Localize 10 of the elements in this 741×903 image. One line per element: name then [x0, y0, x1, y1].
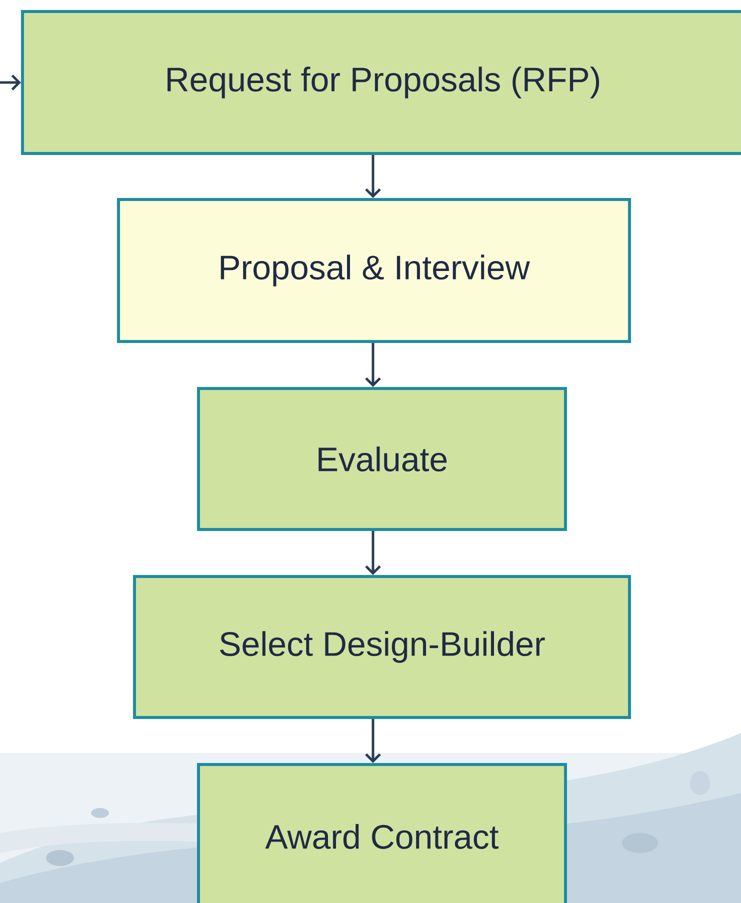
process-box: Request for Proposals (RFP) — [21, 10, 741, 155]
process-box: Award Contract — [197, 763, 567, 903]
arrow — [365, 155, 381, 198]
process-box: Evaluate — [197, 387, 567, 531]
process-box: Proposal & Interview — [117, 198, 631, 343]
process-box: Select Design-Builder — [133, 575, 631, 719]
arrow — [0, 74, 21, 90]
arrow — [365, 343, 381, 387]
arrow — [365, 719, 381, 763]
arrow — [365, 531, 381, 575]
